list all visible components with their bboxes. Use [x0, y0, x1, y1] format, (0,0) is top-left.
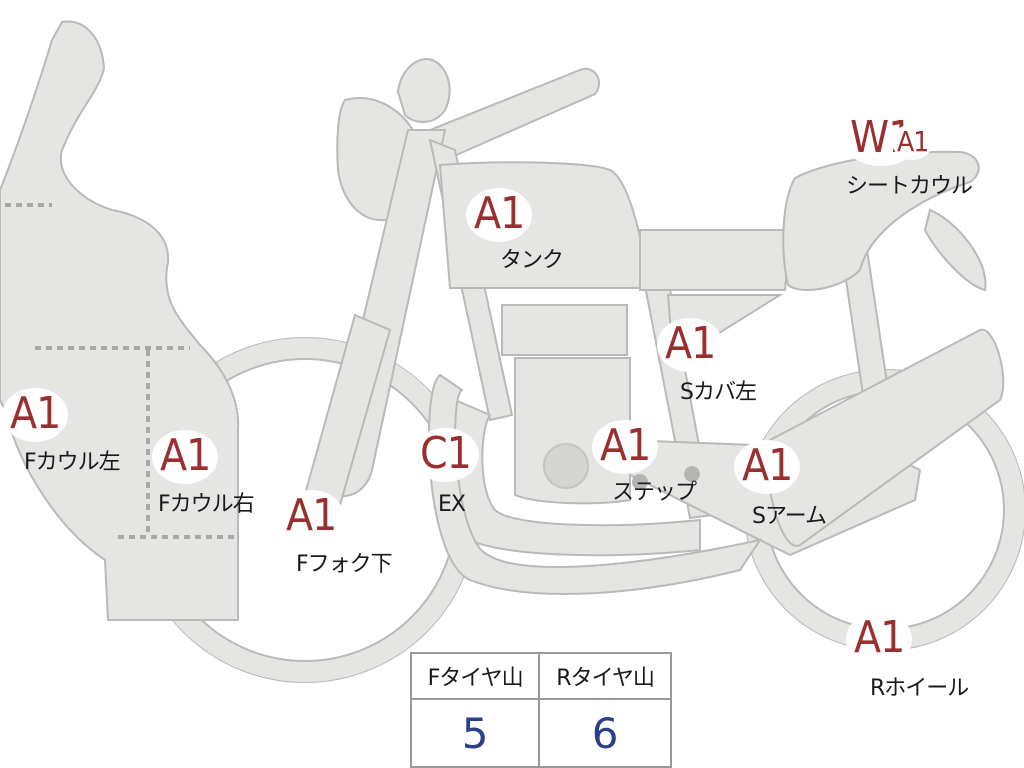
engine-cover [543, 443, 589, 489]
f-fork-grade[interactable]: A1 [278, 490, 345, 544]
front-cowl [0, 20, 240, 621]
engine-top [501, 304, 628, 356]
rear-tire-value[interactable]: 6 [538, 698, 672, 768]
exhaust-grade[interactable]: C1 [412, 428, 479, 482]
exhaust-pipe [427, 373, 763, 595]
r-wheel-grade[interactable]: A1 [846, 612, 913, 666]
step-peg [632, 474, 648, 490]
mirror [396, 58, 451, 123]
r-wheel-label: Rホイール [870, 676, 969, 701]
step-label: ステップ [612, 480, 697, 505]
rear-tire-header: Rタイヤ山 [538, 652, 672, 700]
tank-grade[interactable]: A1 [466, 188, 533, 242]
seat-cowl-grade-secondary[interactable]: A1 [892, 124, 934, 160]
f-cowl-right-grade[interactable]: A1 [152, 430, 219, 484]
f-fork-label: Fフォク下 [296, 552, 393, 577]
s-arm-grade[interactable]: A1 [734, 440, 801, 494]
s-cover-left-grade[interactable]: A1 [657, 318, 724, 372]
front-tire-value[interactable]: 5 [409, 698, 541, 768]
tire-tread-table: Fタイヤ山 Rタイヤ山 5 6 [409, 652, 672, 768]
front-tire-header: Fタイヤ山 [409, 652, 541, 700]
handlebar [428, 67, 600, 162]
tank-label: タンク [500, 248, 564, 273]
f-cowl-left-grade[interactable]: A1 [2, 388, 69, 442]
s-arm-label: Sアーム [752, 504, 827, 529]
exhaust-label: EX [438, 492, 466, 517]
s-cover-left-label: Sカバ左 [680, 380, 757, 405]
seat [639, 229, 792, 291]
step-grade[interactable]: A1 [592, 420, 659, 474]
f-cowl-left-label: Fカウル左 [24, 450, 121, 475]
seat-cowl-label: シートカウル [846, 174, 973, 199]
f-cowl-right-label: Fカウル右 [158, 492, 255, 517]
step-peg-rear [684, 466, 700, 482]
